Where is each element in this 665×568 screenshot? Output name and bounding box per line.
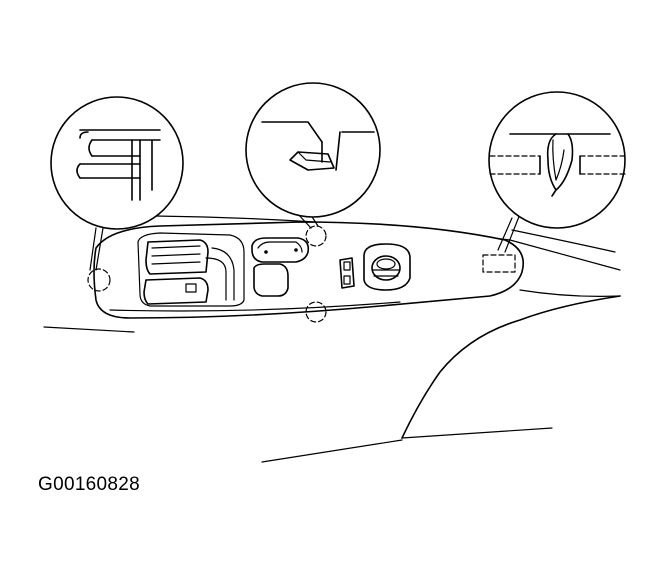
detail-callout-spring-clip [488,91,627,229]
door-lock-switch [251,237,310,263]
window-lock-button [253,263,289,297]
clip-marker-left [87,268,111,292]
window-switch-block [137,232,245,307]
figure-id-label: G00160828 [38,474,141,495]
detail-callout-hook-clip [50,96,184,230]
clip-locations [87,225,516,323]
clip-marker-top [305,225,327,247]
clip-marker-bottom [305,301,327,323]
clip-marker-right [482,254,516,273]
mirror-switch [339,243,411,291]
switch-panel [93,221,524,319]
detail-callout-tab-clip [245,82,381,218]
